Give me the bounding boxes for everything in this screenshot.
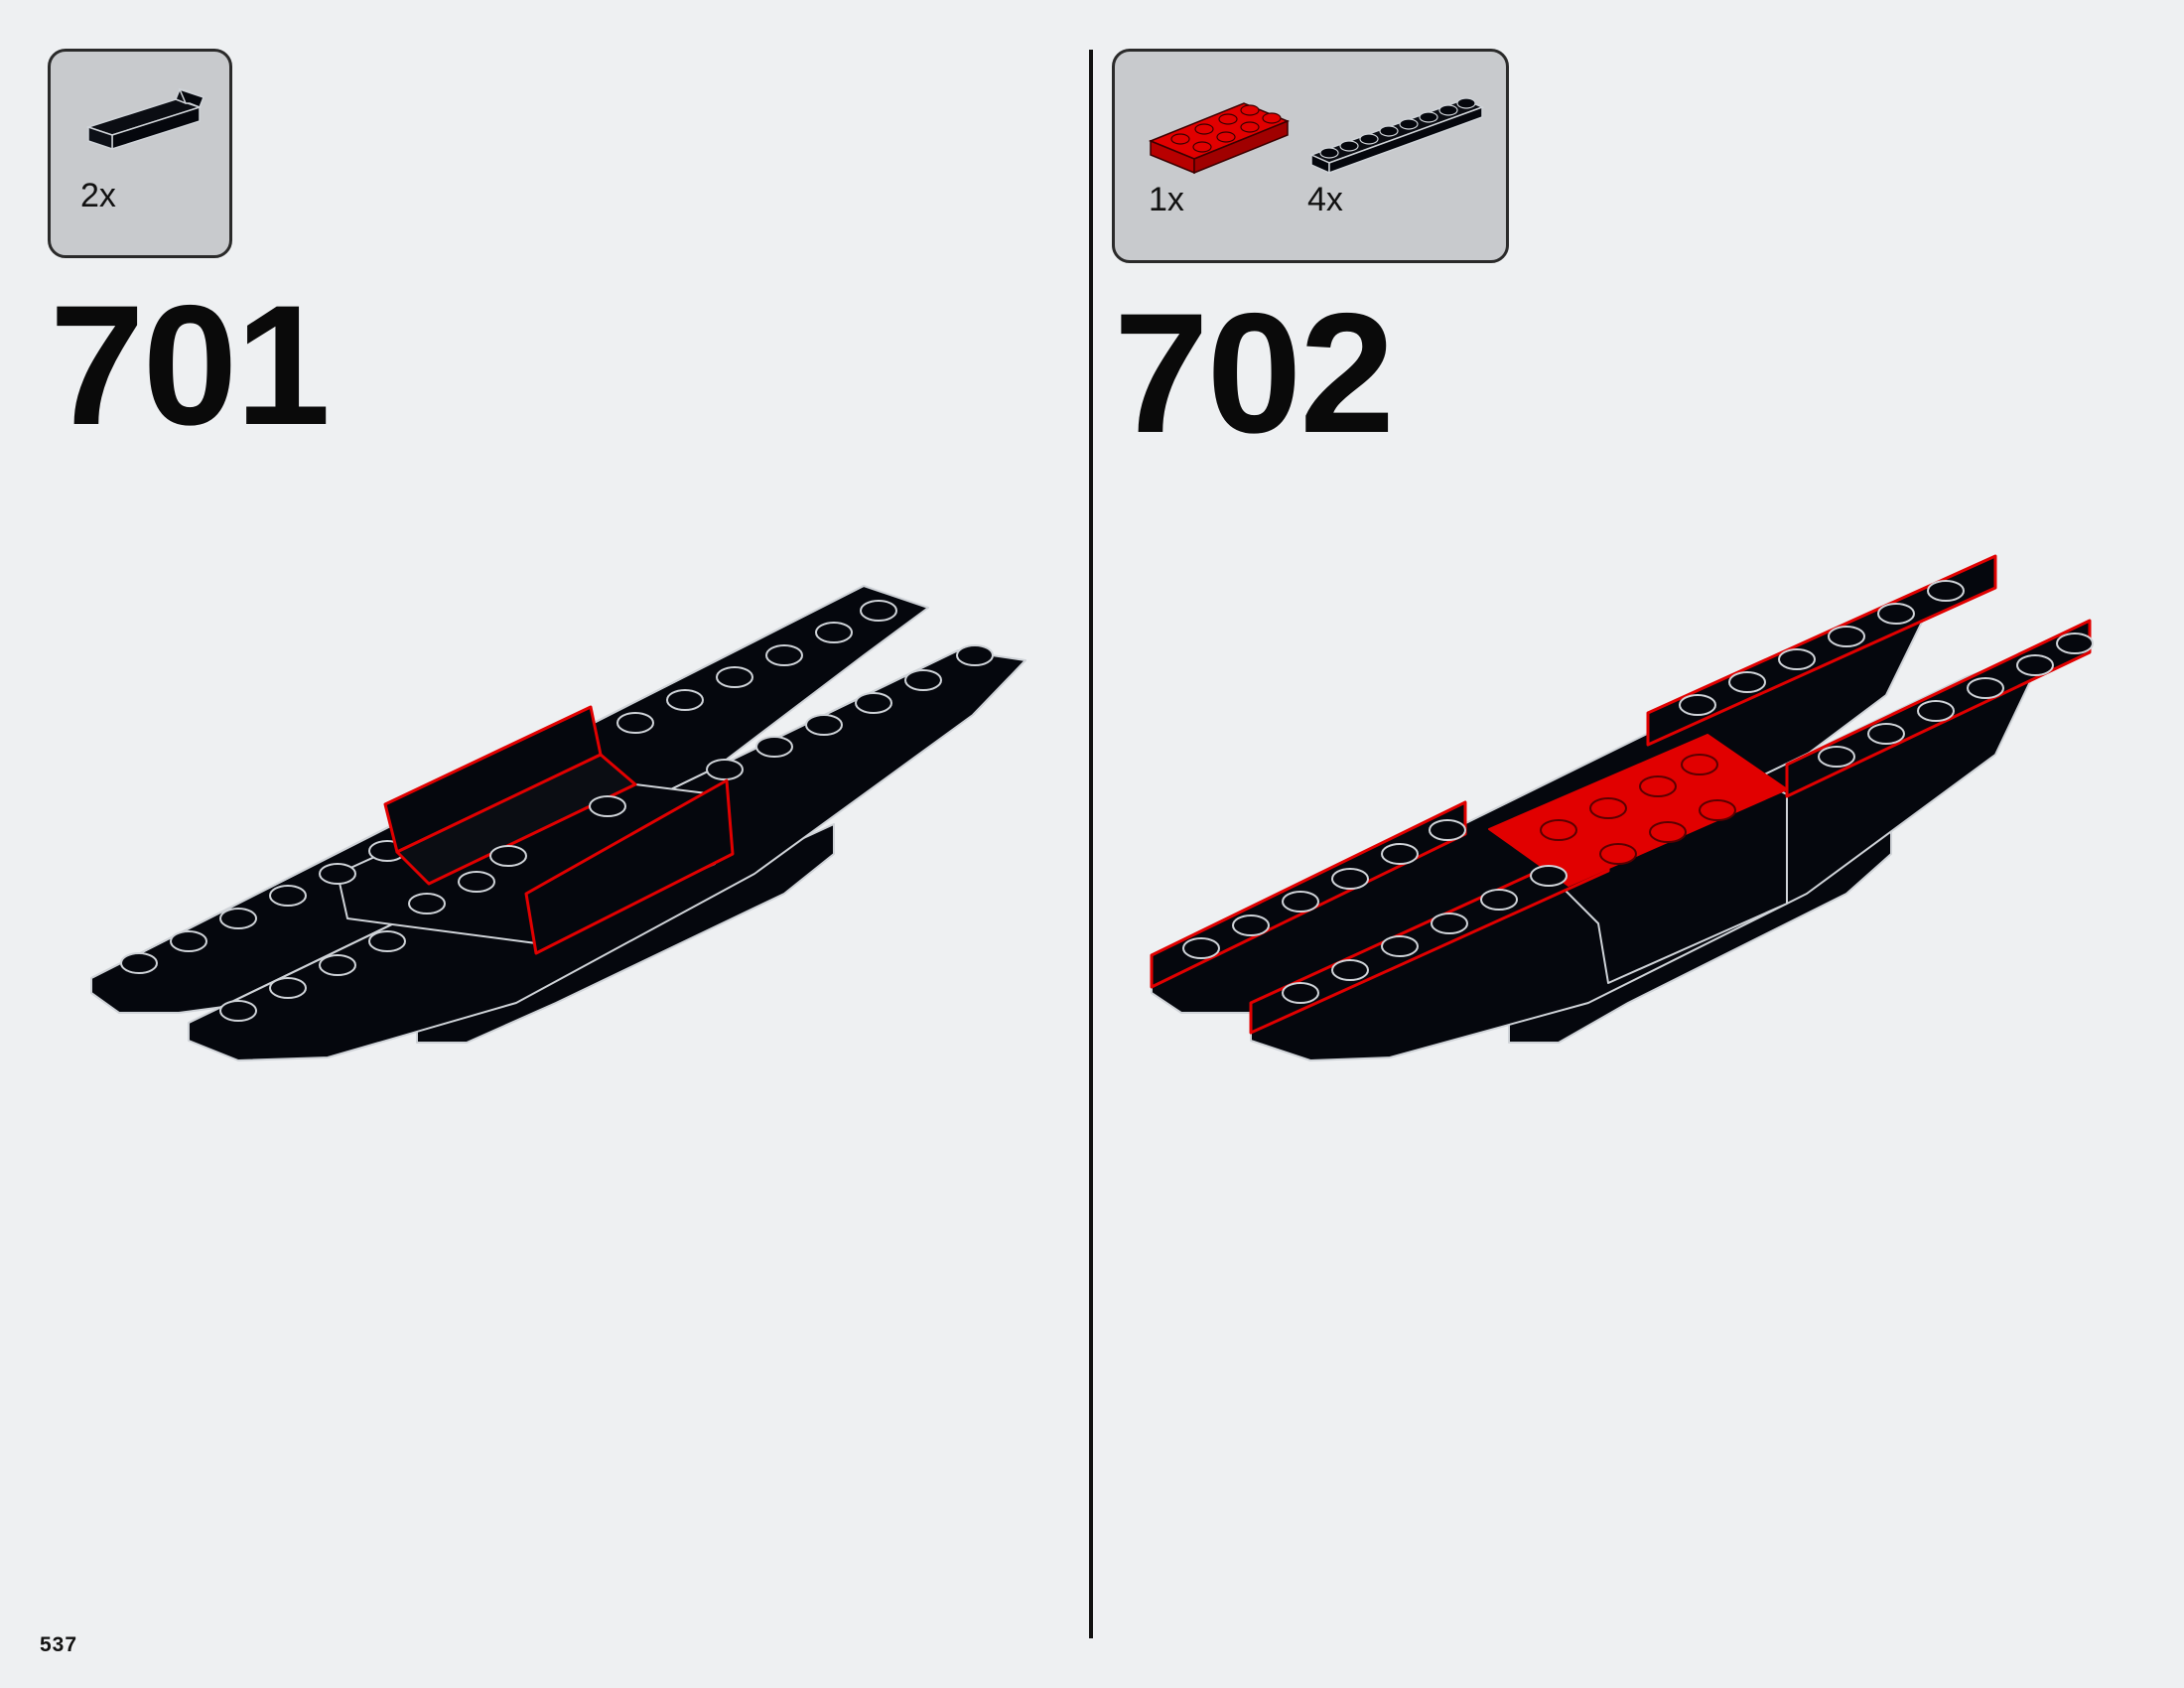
black-plate-1x8-icon xyxy=(1308,97,1485,175)
parts-callout-step-702: 1x 4x xyxy=(1112,49,1509,263)
parts-callout-step-701: 2x xyxy=(48,49,232,258)
part-quantity: 4x xyxy=(1307,181,1343,218)
step-number: 701 xyxy=(50,270,331,461)
page-number: 537 xyxy=(40,1633,78,1656)
step-701-assembly-illustration xyxy=(90,585,1026,1061)
step-702-assembly-illustration xyxy=(1150,554,2094,1061)
black-angle-plate-icon xyxy=(85,87,205,151)
step-number: 702 xyxy=(1114,278,1395,469)
step-divider xyxy=(1089,50,1093,1638)
red-plate-2x4-icon xyxy=(1149,102,1290,175)
part-quantity: 2x xyxy=(80,177,116,214)
part-quantity: 1x xyxy=(1149,181,1184,218)
